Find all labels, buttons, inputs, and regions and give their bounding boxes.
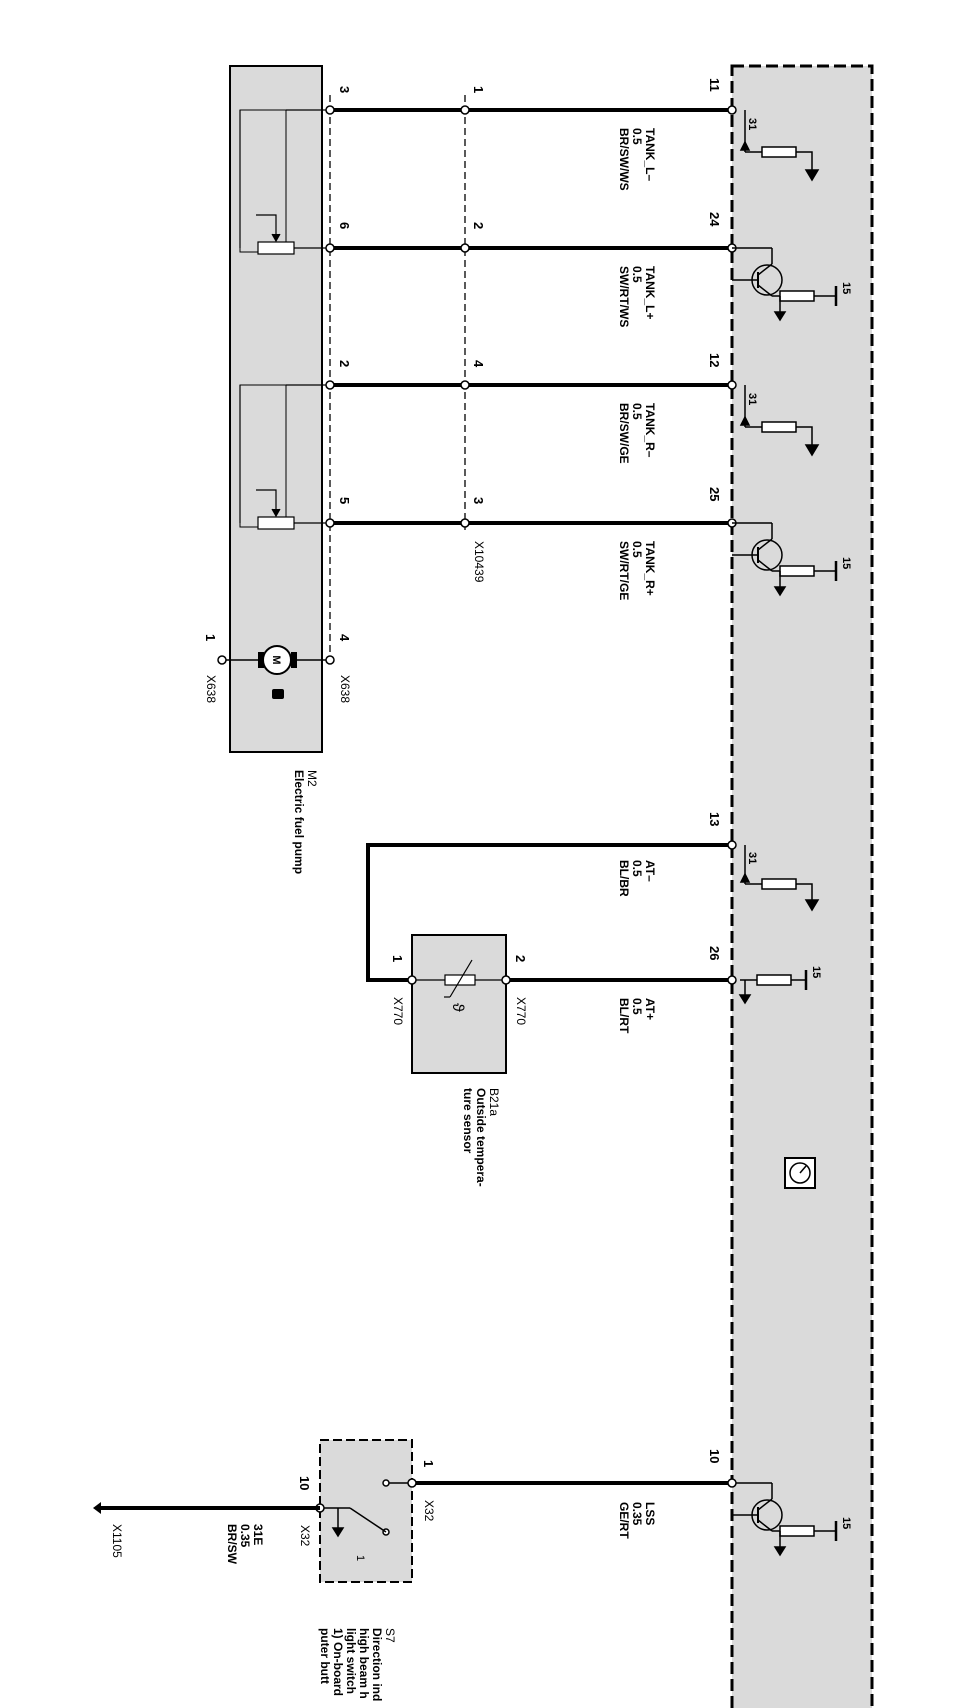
plug-pin-4: 4: [471, 360, 486, 368]
temperature-sensor-box: [411, 934, 507, 1074]
switch-s7-box: [319, 1439, 413, 1583]
pump-pin-3: 3: [337, 86, 352, 94]
plug-pin-1: 1: [471, 86, 486, 94]
instrument-cluster-icon: [784, 1157, 816, 1189]
ground-resistor-tank-left: [739, 110, 820, 182]
pin-tank-right-plus: 25: [707, 487, 722, 502]
temperature-symbol: ϑ: [449, 1003, 466, 1012]
supply-15-tank-right: 15: [840, 557, 852, 570]
transistor-tank-right: [732, 522, 838, 597]
plug-pin-2: 2: [471, 222, 486, 230]
control-unit-box: [730, 64, 874, 1708]
pump-connector-label-b: X638: [204, 675, 218, 704]
pump-pin-5: 5: [337, 497, 352, 505]
switch-s7-contact: [320, 1479, 412, 1538]
supply-15-tank-left: 15: [840, 282, 852, 295]
ground-resistor-at-minus: [739, 845, 820, 912]
pump-pin-1: 1: [203, 634, 218, 642]
svg-text:M: M: [270, 655, 282, 664]
supply-31-tank-right: 31: [746, 393, 758, 406]
plug-pin-3: 3: [471, 497, 486, 505]
transistor-lss: [732, 1482, 838, 1557]
pin-at-plus: 26: [707, 946, 722, 961]
tank-sender-right: [239, 384, 287, 528]
supply-31-at: 31: [746, 852, 758, 865]
sensor-connector-label-a: X770: [514, 997, 528, 1026]
supply-15-lss: 15: [840, 1517, 852, 1530]
sender-right-potentiometer: [239, 385, 330, 530]
supply-resistor-at-plus: [738, 970, 808, 1005]
ground-terminal-x1105: [93, 1502, 101, 1514]
supply-15-at: 15: [810, 966, 822, 979]
transistor-tank-left: [732, 247, 838, 322]
pump-pin-2: 2: [337, 360, 352, 368]
pump-pin-4: 4: [337, 634, 352, 642]
pin-tank-left-minus: 11: [707, 78, 722, 92]
pin-lss: 10: [707, 1449, 722, 1464]
switch-footnote-mark: 1: [354, 1555, 366, 1562]
wire-at-minus: [366, 843, 732, 982]
sensor-pin-1: 1: [390, 955, 405, 963]
switch-pin-1: 1: [421, 1460, 436, 1468]
ground-resistor-tank-right: [739, 385, 820, 457]
pump-pin-6: 6: [337, 222, 352, 230]
pin-tank-right-minus: 12: [707, 353, 722, 368]
ground-connector-label: X1105: [110, 1524, 124, 1558]
switch-connector-label-a: X32: [422, 1500, 436, 1522]
pump-connector-label-a: X638: [338, 675, 352, 704]
plug-connector-label: X10439: [472, 541, 486, 583]
pin-at-minus: 13: [707, 812, 722, 827]
supply-31-tank-left: 31: [746, 118, 758, 131]
pin-tank-left-plus: 24: [707, 212, 722, 227]
sender-left-potentiometer: [239, 110, 330, 255]
fuel-pump-motor: M: [217, 645, 335, 699]
sensor-pin-2: 2: [513, 955, 528, 963]
switch-pin-10: 10: [297, 1476, 312, 1491]
sensor-connector-label-b: X770: [391, 997, 405, 1026]
tank-sender-left: [239, 109, 287, 253]
switch-connector-label-b: X32: [298, 1525, 312, 1547]
